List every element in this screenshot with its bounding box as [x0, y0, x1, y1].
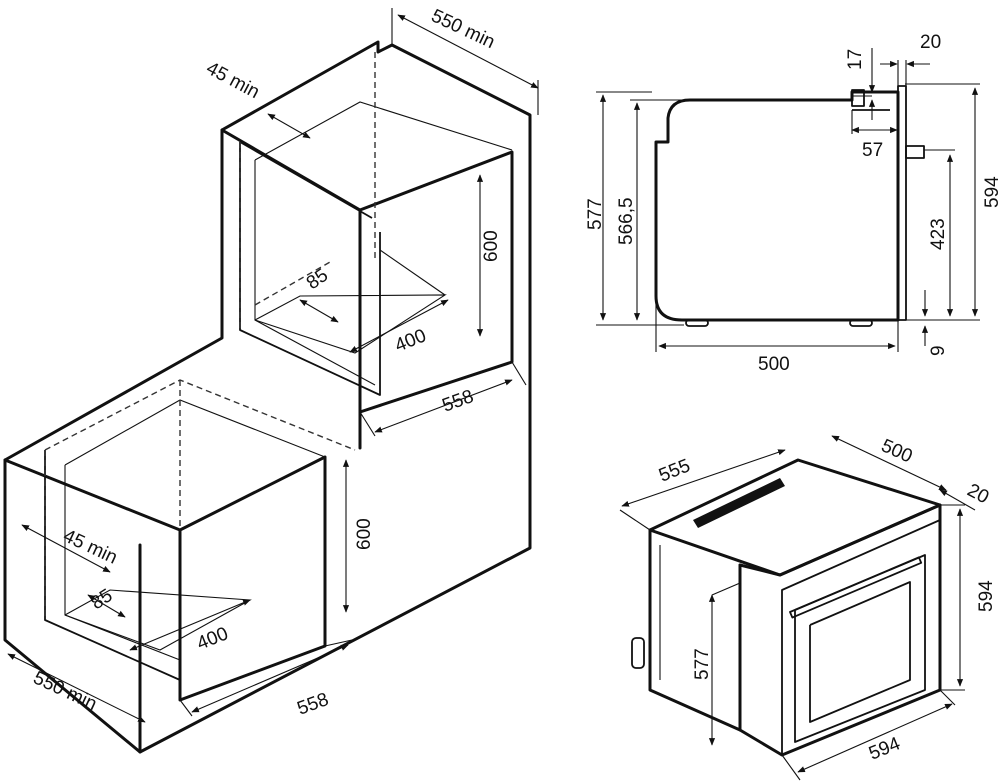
handle-profile [905, 145, 925, 159]
label-side-423: 423 [928, 218, 949, 250]
oven-side-bracket [631, 637, 645, 669]
label-lower-width: 558 [295, 689, 332, 720]
label-iso-555: 555 [656, 455, 693, 486]
oven-side-body [654, 90, 900, 322]
upper-niche-frame [220, 128, 514, 414]
label-side-594: 594 [982, 176, 1000, 208]
label-upper-inner-depth: 400 [392, 325, 429, 356]
label-lower-vent-min: 45 min [60, 525, 121, 568]
label-iso-20: 20 [964, 480, 993, 508]
label-side-17: 17 [845, 49, 866, 70]
label-upper-width: 558 [440, 386, 477, 417]
label-side-57: 57 [862, 140, 883, 161]
label-side-20: 20 [920, 32, 941, 53]
label-upper-rear-gap: 85 [303, 265, 332, 294]
label-iso-594-width: 594 [866, 733, 904, 765]
label-side-5665: 566,5 [616, 197, 637, 245]
oven-iso-side [648, 528, 742, 732]
label-iso-500: 500 [878, 435, 916, 467]
label-side-500: 500 [758, 354, 790, 375]
oven-isometric [619, 435, 976, 781]
label-iso-577: 577 [692, 648, 713, 680]
cabinet-isometric [3, 8, 539, 754]
label-upper-vent-min: 45 min [203, 58, 263, 103]
oven-iso-top [648, 458, 942, 577]
oven-iso-front [738, 503, 942, 757]
label-lower-height: 600 [354, 518, 375, 550]
label-upper-depth-min: 550 min [428, 5, 498, 53]
lower-niche-frame [3, 455, 327, 702]
label-iso-594-height: 594 [976, 580, 997, 612]
oven-handle [789, 556, 923, 619]
label-lower-depth-min: 550 min [30, 667, 100, 715]
oven-side-view [596, 48, 980, 352]
label-side-9: 9 [928, 345, 949, 356]
label-upper-height: 600 [481, 230, 502, 262]
label-side-577: 577 [585, 198, 606, 230]
